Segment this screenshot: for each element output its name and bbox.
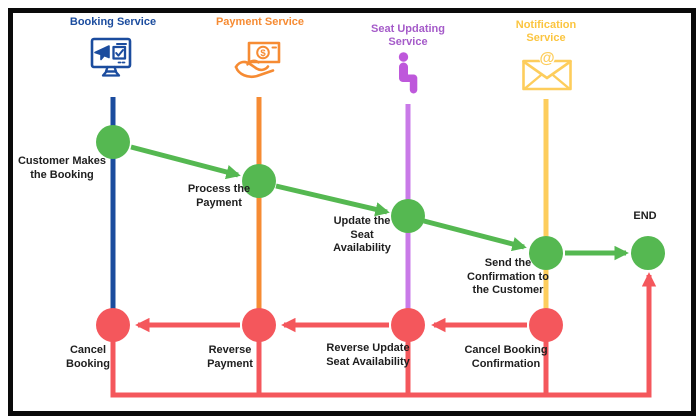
email-at-icon: @ (522, 49, 572, 91)
node-process-payment (242, 164, 276, 198)
node-send-confirmation (529, 236, 563, 270)
step-label-send-confirmation: Send the Confirmation to the Customer (467, 257, 549, 296)
step-label-process-payment: Process the Payment (187, 183, 251, 209)
step-label-cancel-booking: Cancel Booking (66, 344, 110, 370)
step-label-customer-makes-booking: Customer Makes the Booking (17, 155, 107, 181)
success-arrow-booking-to-payment (130, 144, 241, 180)
service-title-booking: Booking Service (69, 16, 157, 28)
end-label: END (633, 210, 657, 222)
flight-booking-monitor-icon (90, 37, 132, 77)
node-update-seat-availability (391, 199, 425, 233)
service-title-seat-updating: Seat Updating Service (371, 23, 445, 48)
step-label-reverse-payment: Reverse Payment (207, 344, 253, 370)
node-cancel-booking-confirmation (529, 308, 563, 342)
success-arrow-seat-to-notification (423, 218, 527, 252)
node-reverse-payment (242, 308, 276, 342)
compensation-bus-line (110, 272, 657, 398)
node-cancel-booking (96, 308, 130, 342)
seat-person-icon (398, 52, 418, 94)
diagram-border (8, 8, 696, 416)
service-title-payment: Payment Service (215, 16, 305, 28)
node-customer-makes-booking (96, 125, 130, 159)
step-label-update-seat-availability: Update the Seat Availability (333, 215, 391, 254)
success-arrow-payment-to-seat (275, 183, 390, 217)
step-label-reverse-update-seat: Reverse Update Seat Availability (326, 342, 410, 368)
service-title-notification: Notification Service (515, 19, 577, 44)
at-glyph: @ (539, 50, 554, 67)
node-reverse-update-seat (391, 308, 425, 342)
node-end (631, 236, 665, 270)
hand-money-icon: $ (234, 41, 281, 79)
dollar-glyph: $ (260, 48, 266, 59)
step-label-cancel-booking-confirmation: Cancel Booking Confirmation (464, 344, 548, 370)
